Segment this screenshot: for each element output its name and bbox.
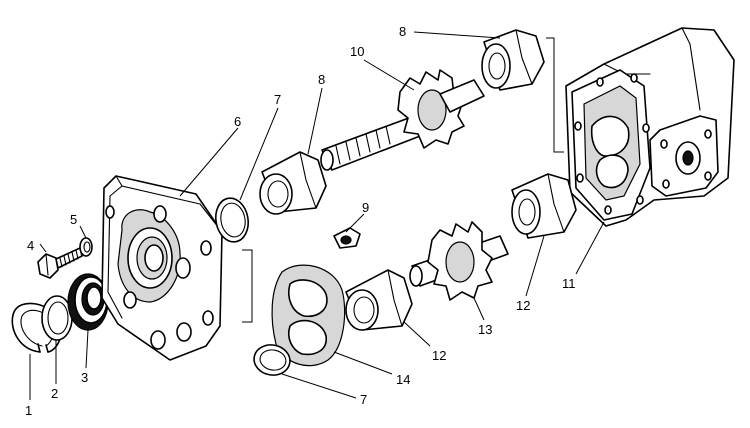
part-11-pump-housing [565,27,735,227]
part-12-bushing-lower [345,269,413,331]
label-3: 3 [81,370,88,385]
label-7-lower: 7 [360,392,367,407]
part-7-o-ring-lower [253,344,291,376]
label-7-upper: 7 [274,92,281,107]
part-13-driven-gear [409,221,509,301]
part-12-bushing-right [511,173,577,239]
part-9-seal [333,227,361,249]
label-13: 13 [478,322,492,337]
label-12-right: 12 [516,298,530,313]
part-8-bushing-left [259,151,327,215]
part-5-spring-washer [79,237,93,257]
label-2: 2 [51,386,58,401]
alignment-lines [242,37,564,323]
part-7-o-ring-upper [214,197,250,243]
label-4: 4 [27,238,34,253]
part-labels: 1 2 3 4 5 6 7 8 10 8 9 11 12 12 13 14 7 [25,24,576,418]
label-8-top: 8 [399,24,406,39]
part-4-bolt [37,247,83,279]
part-10-drive-gear-shaft [320,69,485,171]
label-11: 11 [562,276,576,291]
label-9: 9 [362,200,369,215]
leader-lines [29,31,605,400]
label-8-left: 8 [318,72,325,87]
label-12-lower: 12 [432,348,446,363]
label-6: 6 [234,114,241,129]
part-14-gasket [271,264,346,367]
label-10: 10 [350,44,364,59]
part-8-bushing-top [481,29,545,91]
part-6-front-cover [101,175,223,361]
label-1: 1 [25,403,32,418]
label-14: 14 [396,372,410,387]
label-5: 5 [70,212,77,227]
